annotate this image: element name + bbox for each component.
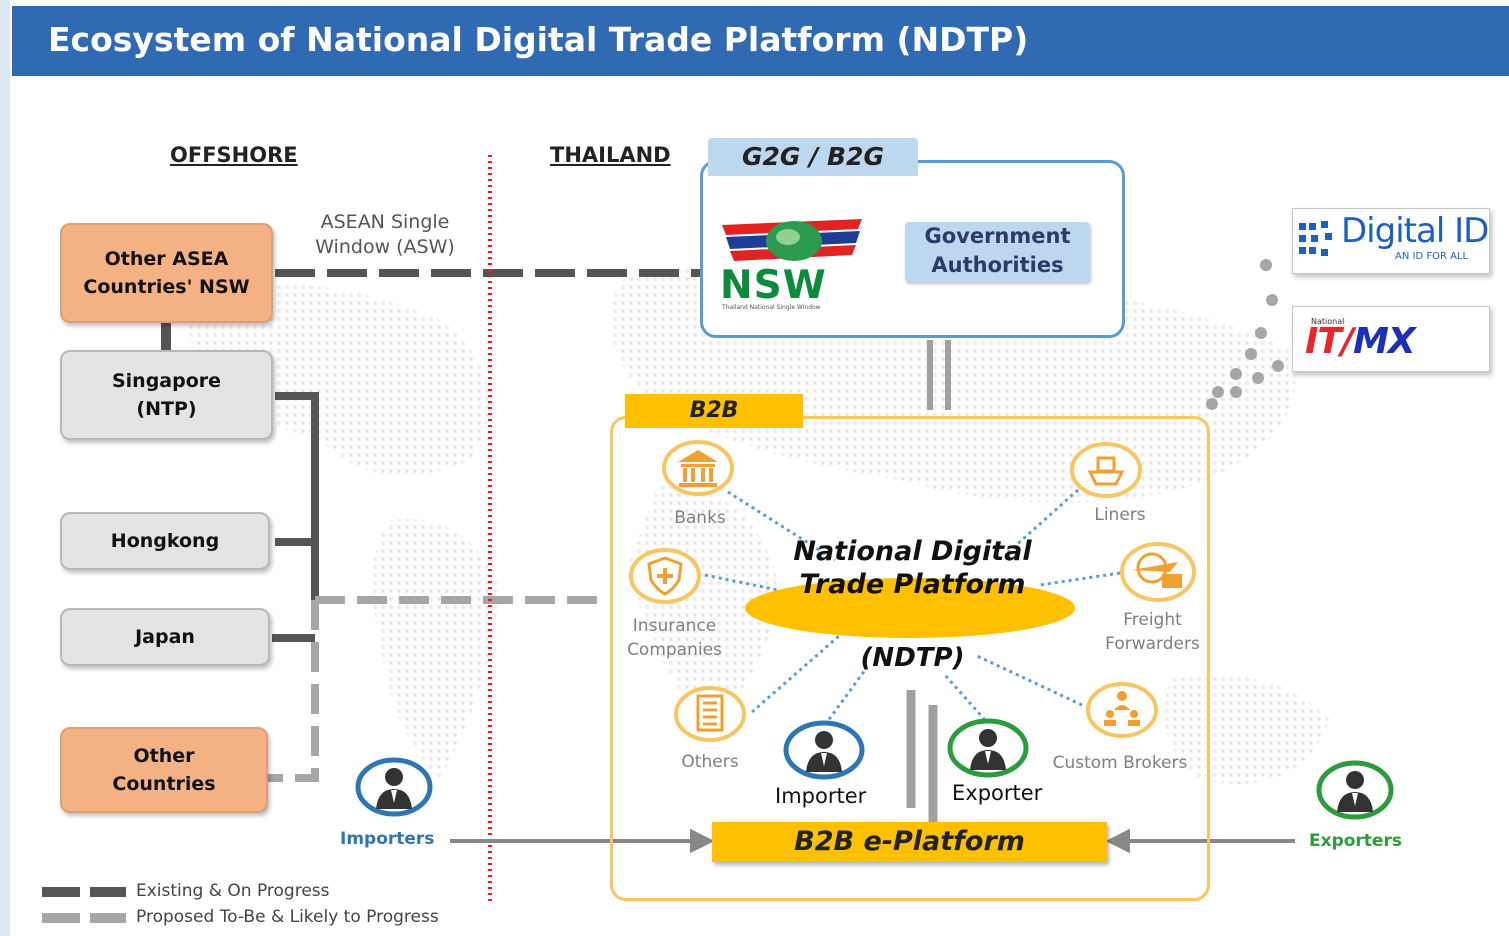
left-edge-strip	[0, 0, 10, 936]
other-countries-box: Other Countries	[60, 727, 268, 813]
digital-id-text: Digital ID	[1341, 211, 1489, 251]
b2b-tab: B2B	[625, 394, 803, 428]
ndtp-ellipse	[745, 578, 1075, 638]
digital-id-logo: Digital ID AN ID FOR ALL	[1292, 208, 1490, 274]
exporter-person-icon	[947, 718, 1029, 778]
legend-existing-label: Existing & On Progress	[136, 881, 330, 901]
exporters-arrow	[1105, 828, 1295, 854]
digital-id-tagline: AN ID FOR ALL	[1395, 251, 1469, 262]
g2g-tab: G2G / B2G	[708, 138, 918, 176]
asean-nsw-box: Other ASEA Countries' NSW	[60, 223, 273, 323]
importer-person-icon	[783, 720, 865, 780]
freight-icon	[1120, 542, 1196, 602]
digital-id-mark-icon	[1299, 221, 1332, 256]
ndtp-code: (NDTP)	[860, 643, 965, 673]
nsw-logo-icon	[722, 219, 862, 261]
itmx-logo: National IT/MX	[1292, 306, 1490, 372]
freight-label: Freight Forwarders	[1105, 610, 1200, 654]
page-title: Ecosystem of National Digital Trade Plat…	[12, 6, 1509, 76]
b2b-container	[610, 416, 1210, 901]
others-label: Others	[681, 752, 739, 772]
proposed-connectors	[268, 596, 608, 782]
importers-arrow	[450, 828, 715, 854]
g2g-b2b-link	[927, 340, 951, 410]
customs-broker-icon	[1086, 682, 1158, 738]
existing-connectors	[161, 269, 700, 642]
exporter-label: Exporter	[952, 781, 1043, 805]
exporters-person-icon	[1316, 760, 1394, 820]
exporters-label: Exporters	[1309, 831, 1402, 851]
insurance-label: Insurance Companies	[627, 616, 722, 660]
hongkong-label: Hongkong	[110, 530, 220, 552]
legend-swatches	[42, 887, 126, 923]
singapore-label: Singapore (NTP)	[111, 370, 222, 420]
itmx-text: IT/MX	[1305, 321, 1416, 362]
custom-brokers-label: Custom Brokers	[1052, 753, 1188, 773]
bank-icon	[662, 440, 734, 496]
hongkong-box: Hongkong	[60, 512, 270, 570]
ndtp-spokes	[704, 488, 1121, 726]
logo-dotted-links	[1206, 259, 1284, 410]
importers-label: Importers	[340, 829, 435, 849]
nsw-logo-text: NSW	[720, 263, 827, 308]
ndtp-name: National Digital Trade Platform	[793, 536, 1032, 600]
ndtp-platform-link	[906, 690, 938, 822]
asean-nsw-label: Other ASEA Countries' NSW	[83, 248, 250, 298]
asw-label: ASEAN Single Window (ASW)	[315, 211, 455, 258]
building-icon	[674, 686, 746, 742]
section-offshore: OFFSHORE	[170, 143, 298, 167]
liners-label: Liners	[1094, 505, 1146, 525]
japan-label: Japan	[135, 626, 195, 648]
shield-icon	[629, 548, 701, 604]
government-authorities-box: Government Authorities	[905, 222, 1090, 282]
government-authorities-label: Government Authorities	[924, 224, 1071, 277]
b2b-eplatform-bar: B2B e-Platform	[712, 822, 1107, 862]
importers-person-icon	[355, 757, 433, 817]
nsw-logo-subtitle: Thailand National Single Window	[722, 304, 821, 311]
ship-icon	[1070, 442, 1142, 498]
legend-proposed-label: Proposed To-Be & Likely to Progress	[136, 907, 439, 927]
japan-box: Japan	[60, 608, 270, 666]
importer-label: Importer	[775, 784, 867, 808]
itmx-small-text: National	[1311, 317, 1345, 326]
other-countries-label: Other Countries	[112, 745, 216, 795]
singapore-box: Singapore (NTP)	[60, 350, 273, 440]
banks-label: Banks	[674, 508, 726, 528]
section-thailand: THAILAND	[550, 143, 671, 167]
